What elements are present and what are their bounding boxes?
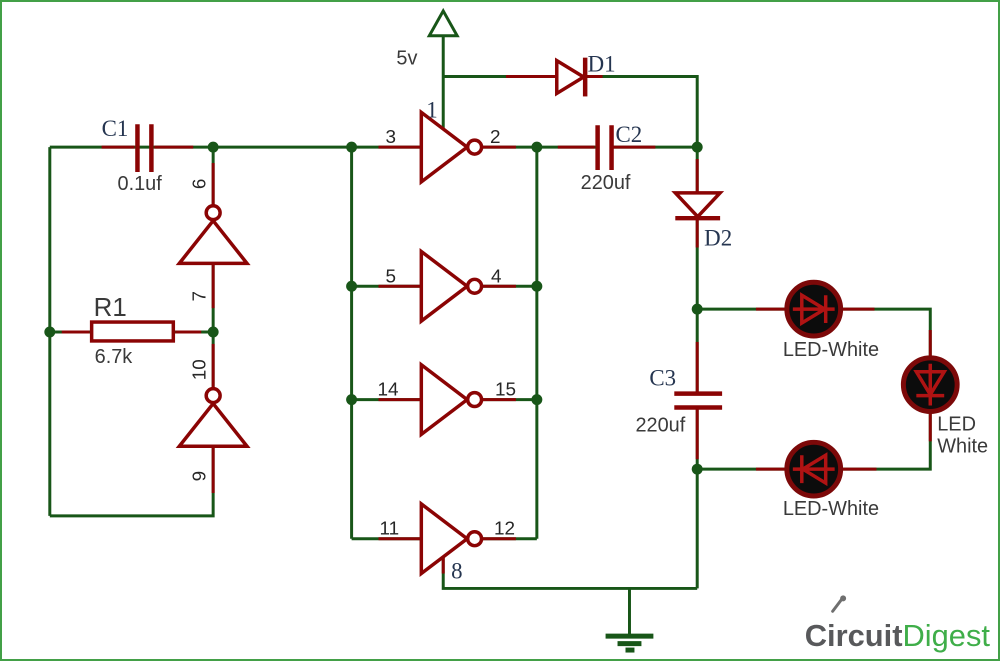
supply-arrow-icon — [426, 7, 460, 38]
inverter-bubble-icon — [465, 277, 484, 295]
inverter-bubble-icon — [204, 204, 222, 222]
led-top-label: LED-White — [783, 339, 879, 361]
d2-ref-label: D2 — [704, 226, 732, 251]
pin1-label: 1 — [426, 97, 437, 122]
inverter-triangle-icon — [419, 361, 471, 438]
wire-d1-to-rail — [583, 75, 699, 148]
pin5-label: 5 — [385, 266, 396, 287]
pin9-label: 9 — [190, 471, 211, 482]
c3-value-label: 220uf — [635, 414, 685, 436]
resistor-r1: R1 6.7k — [89, 294, 176, 368]
led-top: LED-White — [783, 279, 879, 361]
led-right-label-2: White — [937, 435, 988, 457]
inverter-gate-5: 6 7 — [175, 179, 251, 302]
capacitor-c1: C1 0.1uf — [102, 116, 163, 195]
led-diode-icon — [913, 363, 948, 406]
logo-circuit: Circuit — [805, 618, 903, 653]
inverter-gate-1: 1 3 2 — [385, 97, 501, 186]
d1-symbol-icon — [555, 57, 588, 97]
pin6-label: 6 — [190, 179, 211, 190]
wire-led-right-to-bottom — [841, 411, 932, 471]
pin3-label: 3 — [385, 127, 396, 148]
inverter-bubble-icon — [204, 386, 222, 405]
logo-probe-icon — [831, 597, 844, 613]
inverter-bubble-icon — [465, 390, 484, 409]
component-leads — [61, 75, 932, 574]
inverter-bubble-icon — [465, 530, 484, 548]
led-right-label-1: LED — [937, 413, 976, 435]
led-bottom: LED-White — [783, 439, 879, 520]
supply-voltage-label: 5v — [396, 48, 417, 70]
power-5v: 5v — [396, 7, 460, 70]
c1-ref-label: C1 — [102, 116, 129, 141]
pin4-label: 4 — [491, 266, 502, 287]
inverter-bubble-icon — [465, 138, 484, 156]
logo-digest: Digest — [903, 618, 991, 653]
logo-text: CircuitDigest — [805, 618, 991, 653]
inverter-triangle-icon — [419, 247, 471, 325]
c1-value-label: 0.1uf — [118, 173, 163, 195]
diode-d2: D2 — [671, 191, 732, 251]
led-diode-icon — [792, 452, 835, 487]
pin11-label: 11 — [379, 519, 399, 540]
d1-ref-label: D1 — [588, 52, 616, 77]
wires — [48, 35, 932, 635]
diode-d1: D1 — [555, 52, 616, 97]
led-right: LED White — [900, 355, 988, 457]
pin10-label: 10 — [190, 359, 211, 380]
inverter-gate-3: 14 15 — [377, 361, 516, 438]
inverter-triangle-icon — [419, 500, 471, 578]
junction-dots — [44, 141, 703, 475]
inverter-gate-6: 10 9 — [175, 359, 251, 482]
led-bottom-label: LED-White — [783, 498, 879, 520]
circuitdigest-logo: CircuitDigest — [805, 595, 991, 653]
inverter-triangle-icon — [175, 217, 251, 266]
inverter-gate-2: 5 4 — [385, 247, 502, 325]
logo-probe-tip-icon — [840, 595, 847, 602]
pin12-label: 12 — [494, 519, 515, 540]
inverter-triangle-icon — [175, 400, 251, 449]
capacitor-c2: C2 220uf — [581, 122, 643, 194]
c2-ref-label: C2 — [616, 122, 643, 147]
inverter-gate-4: 11 12 8 — [379, 500, 515, 584]
ground-symbol — [605, 633, 654, 653]
c2-value-label: 220uf — [581, 172, 631, 194]
wire-pin9-return — [49, 446, 215, 518]
wire-pin8-ground-rail — [441, 554, 698, 590]
pin2-label: 2 — [490, 127, 501, 148]
pin7-label: 7 — [190, 291, 211, 302]
r1-value-label: 6.7k — [95, 346, 133, 368]
pin14-label: 14 — [377, 380, 398, 401]
led-diode-icon — [792, 292, 835, 327]
pin8-label: 8 — [451, 559, 462, 584]
capacitor-c3: C3 220uf — [635, 366, 723, 436]
c3-ref-label: C3 — [649, 366, 676, 391]
d2-symbol-icon — [671, 191, 725, 220]
r1-ref-label: R1 — [94, 294, 127, 322]
pin15-label: 15 — [495, 380, 516, 401]
inverter-triangle-icon — [419, 108, 471, 186]
